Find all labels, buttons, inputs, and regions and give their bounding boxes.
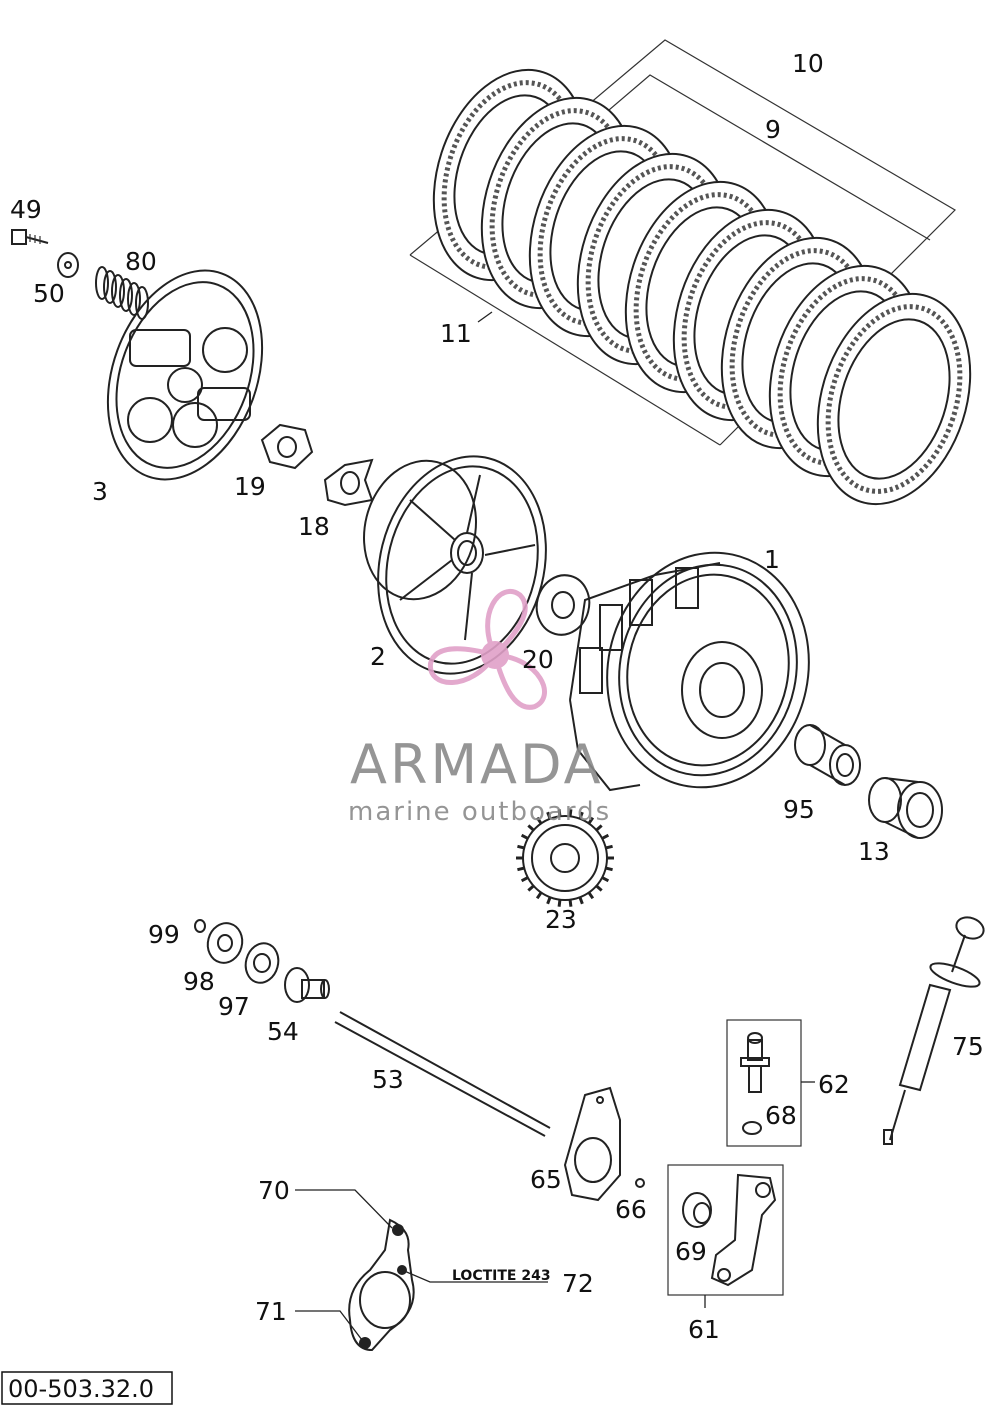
gear-23 (516, 809, 614, 907)
callout-66: 66 (615, 1195, 647, 1224)
callout-80: 80 (125, 247, 157, 276)
callout-97: 97 (218, 992, 250, 1021)
callout-49: 49 (10, 195, 42, 224)
washer-50 (57, 252, 79, 278)
callout-54: 54 (267, 1017, 299, 1046)
callout-95: 95 (783, 795, 815, 824)
callout-1: 1 (764, 545, 780, 574)
callout-18: 18 (298, 512, 330, 541)
syringe-75 (883, 916, 985, 1145)
clutch-disc (816, 292, 972, 506)
callout-3: 3 (92, 477, 108, 506)
callout-23: 23 (545, 905, 577, 934)
callout-11: 11 (440, 319, 472, 348)
clutch-inner-hub (363, 455, 547, 675)
washer-20 (535, 574, 591, 636)
callout-20: 20 (522, 645, 554, 674)
push-rod-53 (334, 1011, 551, 1137)
watermark-tagline: marine outboards (348, 797, 611, 827)
bushing-13 (868, 777, 943, 839)
callout-99: 99 (148, 920, 180, 949)
bleed-valve-kit-62 (726, 1019, 815, 1147)
thrust-bearing-97 (244, 942, 280, 984)
callout-68: 68 (765, 1101, 797, 1130)
callout-62: 62 (818, 1070, 850, 1099)
slave-cylinder-kit-61 (667, 1164, 784, 1308)
callout-71: 71 (255, 1297, 287, 1326)
callout-69: 69 (675, 1237, 707, 1266)
callout-2: 2 (370, 642, 386, 671)
watermark-brand: ARMADA (350, 733, 604, 796)
loctite-annotation: LOCTITE 243 (452, 1268, 551, 1284)
callout-10: 10 (792, 49, 824, 78)
bracket-70-71 (295, 1189, 548, 1352)
ball-66 (635, 1178, 645, 1188)
bolt-49 (11, 229, 49, 245)
callout-53: 53 (372, 1065, 404, 1094)
needle-bearing-95 (794, 724, 861, 786)
spring-80 (95, 266, 149, 320)
drawing-number: 00-503.32.0 (8, 1375, 154, 1403)
drawing-number-box (1, 1371, 173, 1405)
clutch-outer-basket (569, 551, 810, 792)
pressure-piece-54 (284, 967, 330, 1003)
callout-9: 9 (765, 115, 781, 144)
callout-75: 75 (952, 1032, 984, 1061)
propeller-logo-icon (428, 589, 547, 710)
o-ring-99 (194, 919, 206, 933)
washer-98 (206, 922, 244, 964)
callout-19: 19 (234, 472, 266, 501)
lock-washer-18 (323, 458, 374, 507)
callout-65: 65 (530, 1165, 562, 1194)
callout-61: 61 (688, 1315, 720, 1344)
pressure-plate (106, 269, 264, 481)
callout-98: 98 (183, 967, 215, 996)
gasket-65 (563, 1086, 621, 1202)
armada-watermark: ARMADA marine outboards (348, 589, 611, 827)
callout-70: 70 (258, 1176, 290, 1205)
callout-72: 72 (562, 1269, 594, 1298)
callout-13: 13 (858, 837, 890, 866)
nut-19 (260, 423, 314, 470)
callout-50: 50 (33, 279, 65, 308)
clutch-disc-stack (409, 39, 972, 506)
